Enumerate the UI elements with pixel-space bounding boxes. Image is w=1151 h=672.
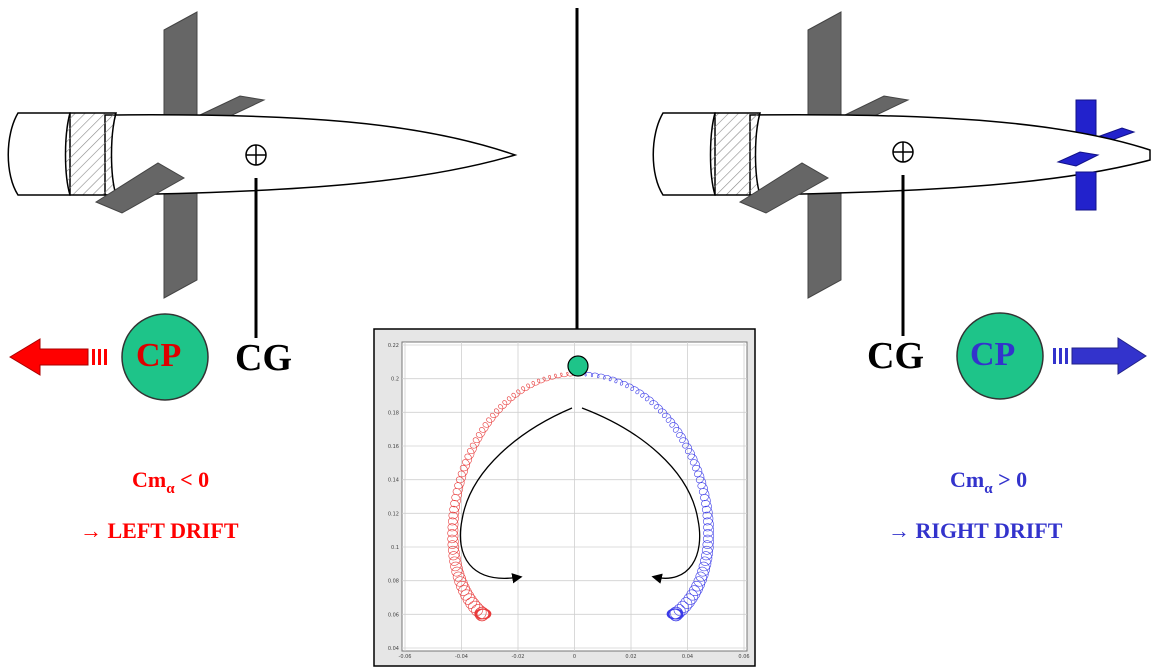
right-hatched-band <box>709 112 762 196</box>
right-cp-circle <box>956 312 1044 400</box>
right-missile <box>652 11 1151 336</box>
plot-y-tick-label: 0.16 <box>388 444 399 450</box>
plot-x-tick-label: -0.06 <box>399 654 412 660</box>
right-cp-label: CP <box>970 336 1016 373</box>
left-curve-arrow <box>459 407 573 584</box>
plot-tick-labels: 0.220.20.180.160.140.120.10.080.060.04-0… <box>388 343 750 660</box>
plot-y-tick-label: 0.22 <box>388 343 399 349</box>
plot-x-tick-label: 0 <box>573 654 576 660</box>
plot-x-tick-label: 0.06 <box>738 654 749 660</box>
right-lower-fin <box>807 184 842 299</box>
left-lower-canard <box>94 162 186 214</box>
plot-start-marker <box>567 355 589 377</box>
left-coefficient-subscript: α <box>166 481 175 497</box>
right-body <box>749 113 1151 196</box>
right-lower-canard <box>738 162 830 214</box>
right-nozzle <box>652 112 716 196</box>
blue-spiral-path <box>584 371 715 622</box>
left-coefficient-relation: < 0 <box>180 467 210 492</box>
left-drift-arrow-glyph: → <box>80 518 102 543</box>
right-drift-arrow-glyph: → <box>888 518 910 543</box>
plot-x-tick-label: -0.04 <box>455 654 468 660</box>
right-cg-label: CG <box>867 335 924 377</box>
right-coefficient-label: Cmα > 0 <box>950 467 1027 498</box>
left-nozzle <box>7 112 71 196</box>
plot-y-tick-label: 0.04 <box>388 646 399 652</box>
red-spiral-trajectory <box>447 371 575 622</box>
left-lower-fin <box>163 184 198 299</box>
left-cp-circle <box>121 313 209 401</box>
plot-y-tick-label: 0.12 <box>388 511 399 517</box>
right-nose-canard-mid <box>1056 151 1100 167</box>
right-drift-arrow <box>1053 337 1147 375</box>
right-coefficient-relation: > 0 <box>998 467 1028 492</box>
plot-x-tick-label: -0.02 <box>512 654 525 660</box>
left-hatched-band <box>64 112 118 196</box>
plot-y-tick-label: 0.2 <box>391 377 399 383</box>
left-body <box>104 113 518 196</box>
trajectory-plot: 0.220.20.180.160.140.120.10.080.060.04-0… <box>373 328 756 667</box>
left-cg-label: CG <box>235 337 292 379</box>
right-coefficient-symbol: Cm <box>950 467 985 492</box>
left-missile <box>7 11 518 338</box>
left-drift-arrow <box>9 338 107 376</box>
blue-spiral-terminal <box>666 608 684 620</box>
right-coefficient-subscript: α <box>984 481 993 497</box>
left-coefficient-symbol: Cm <box>132 467 167 492</box>
plot-y-tick-label: 0.18 <box>388 410 399 416</box>
blue-spiral-trajectory <box>584 371 715 622</box>
plot-x-tick-label: 0.02 <box>625 654 636 660</box>
right-upper-fin <box>807 11 842 119</box>
plot-y-tick-label: 0.1 <box>391 545 399 551</box>
left-cp-label: CP <box>136 337 182 374</box>
right-drift-label: → RIGHT DRIFT <box>888 518 1062 544</box>
plot-grid <box>402 342 747 651</box>
plot-y-tick-label: 0.08 <box>388 579 399 585</box>
red-spiral-terminal <box>474 608 492 620</box>
right-nose-canard-lower <box>1075 171 1097 211</box>
plot-x-tick-label: 0.04 <box>682 654 693 660</box>
right-drift-text: RIGHT DRIFT <box>915 518 1063 543</box>
left-drift-label: → LEFT DRIFT <box>80 518 239 544</box>
left-upper-fin <box>163 11 198 119</box>
plot-y-tick-label: 0.14 <box>388 478 399 484</box>
red-spiral-path <box>447 371 575 622</box>
plot-y-tick-label: 0.06 <box>388 612 399 618</box>
left-coefficient-label: Cmα < 0 <box>132 467 209 498</box>
left-drift-text: LEFT DRIFT <box>107 518 239 543</box>
right-curve-arrow <box>581 407 701 584</box>
